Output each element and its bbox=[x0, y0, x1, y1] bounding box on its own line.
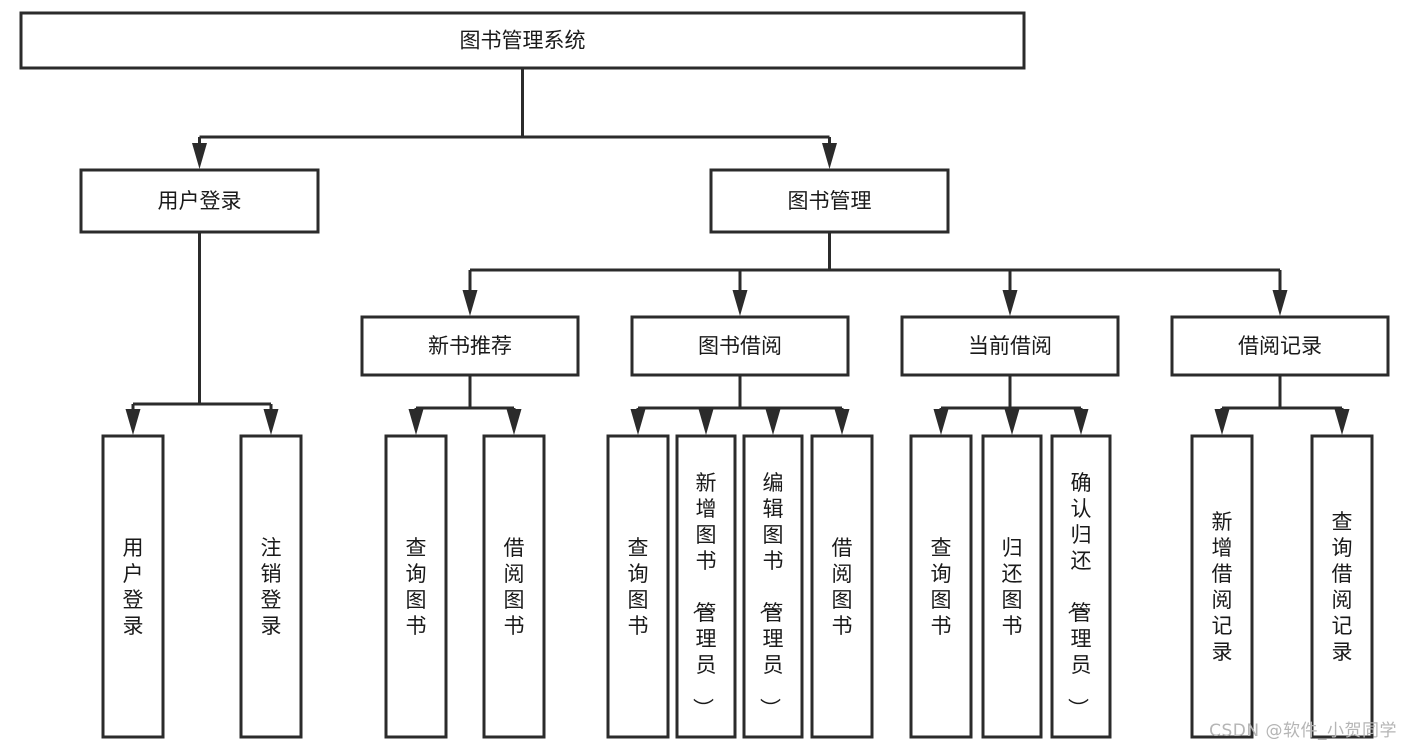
node-box[interactable] bbox=[606, 434, 670, 739]
edge-group-book-borrow bbox=[630, 375, 850, 435]
node-label: 用户登录 bbox=[158, 189, 242, 213]
node-box[interactable] bbox=[630, 315, 850, 377]
node-leaf-query-record[interactable]: 查询借阅记录 bbox=[1310, 434, 1374, 739]
node-current-borrow[interactable]: 当前借阅 bbox=[900, 315, 1120, 377]
node-leaf-query-book-borrow[interactable]: 查询图书 bbox=[606, 434, 670, 739]
arrow-head-icon bbox=[1004, 409, 1020, 435]
arrow-head-icon bbox=[765, 409, 781, 435]
node-box[interactable] bbox=[1310, 434, 1374, 739]
node-box[interactable] bbox=[900, 315, 1120, 377]
node-label: 借阅记录 bbox=[1238, 334, 1322, 358]
edge-group-borrow-record bbox=[1214, 375, 1350, 435]
node-label: 查询图书 bbox=[931, 536, 952, 638]
node-label: 新增借阅记录 bbox=[1212, 510, 1233, 664]
node-box[interactable] bbox=[384, 434, 448, 739]
node-box[interactable] bbox=[1190, 434, 1254, 739]
node-label: 图书管理系统 bbox=[460, 29, 586, 53]
node-box[interactable] bbox=[909, 434, 973, 739]
node-leaf-return-book[interactable]: 归还图书 bbox=[981, 434, 1043, 739]
node-label: 图书借阅 bbox=[698, 334, 782, 358]
node-new-book-rec[interactable]: 新书推荐 bbox=[360, 315, 580, 377]
node-leaf-user-login[interactable]: 用户登录 bbox=[101, 434, 165, 739]
node-leaf-logout[interactable]: 注销登录 bbox=[239, 434, 303, 739]
edge-group-new-book-rec bbox=[408, 375, 522, 435]
node-label: 新增图书（管理员） bbox=[691, 471, 717, 719]
node-box[interactable] bbox=[1050, 434, 1112, 739]
node-label: 当前借阅 bbox=[968, 334, 1052, 358]
node-leaf-add-record[interactable]: 新增借阅记录 bbox=[1190, 434, 1254, 739]
arrow-head-icon bbox=[1002, 290, 1018, 316]
node-box[interactable] bbox=[482, 434, 546, 739]
node-label: 查询图书 bbox=[406, 536, 427, 638]
node-box[interactable] bbox=[709, 168, 950, 234]
arrow-head-icon bbox=[1214, 409, 1230, 435]
node-leaf-borrow-book[interactable]: 借阅图书 bbox=[810, 434, 874, 739]
node-leaf-edit-book[interactable]: 编辑图书（管理员） bbox=[742, 434, 804, 739]
node-box[interactable] bbox=[79, 168, 320, 234]
arrow-head-icon bbox=[506, 409, 522, 435]
arrow-head-icon bbox=[192, 143, 207, 169]
node-box[interactable] bbox=[239, 434, 303, 739]
arrow-head-icon bbox=[1073, 409, 1089, 435]
arrow-head-icon bbox=[462, 290, 478, 316]
arrow-head-icon bbox=[263, 409, 279, 435]
arrow-head-icon bbox=[408, 409, 424, 435]
edge-group-book-manage bbox=[462, 232, 1288, 316]
node-leaf-add-book[interactable]: 新增图书（管理员） bbox=[675, 434, 737, 739]
node-label: 归还图书 bbox=[1002, 536, 1023, 638]
arrow-head-icon bbox=[1334, 409, 1350, 435]
node-label: 借阅图书 bbox=[504, 536, 525, 638]
arrow-head-icon bbox=[1272, 290, 1288, 316]
node-box[interactable] bbox=[1170, 315, 1390, 377]
node-borrow-record[interactable]: 借阅记录 bbox=[1170, 315, 1390, 377]
node-box[interactable] bbox=[981, 434, 1043, 739]
edge-group-user-login bbox=[125, 232, 279, 435]
node-label: 用户登录 bbox=[123, 536, 144, 638]
node-label: 图书管理 bbox=[788, 189, 872, 213]
node-box[interactable] bbox=[360, 315, 580, 377]
arrow-head-icon bbox=[698, 409, 714, 435]
arrow-head-icon bbox=[822, 143, 837, 169]
arrow-head-icon bbox=[125, 409, 141, 435]
node-leaf-confirm-return[interactable]: 确认归还（管理员） bbox=[1050, 434, 1112, 739]
node-book-borrow[interactable]: 图书借阅 bbox=[630, 315, 850, 377]
node-label: 借阅图书 bbox=[832, 536, 853, 638]
edge-group-root bbox=[192, 68, 837, 169]
node-box[interactable] bbox=[101, 434, 165, 739]
node-root[interactable]: 图书管理系统 bbox=[19, 11, 1026, 70]
node-label: 注销登录 bbox=[261, 536, 282, 638]
node-label: 编辑图书（管理员） bbox=[758, 471, 784, 719]
node-box[interactable] bbox=[810, 434, 874, 739]
node-book-manage[interactable]: 图书管理 bbox=[709, 168, 950, 234]
node-box[interactable] bbox=[675, 434, 737, 739]
arrow-head-icon bbox=[732, 290, 748, 316]
arrow-head-icon bbox=[630, 409, 646, 435]
node-box[interactable] bbox=[742, 434, 804, 739]
node-label: 查询借阅记录 bbox=[1332, 510, 1353, 664]
node-leaf-query-book-cur[interactable]: 查询图书 bbox=[909, 434, 973, 739]
arrow-head-icon bbox=[834, 409, 850, 435]
node-label: 新书推荐 bbox=[428, 334, 512, 358]
node-box[interactable] bbox=[19, 11, 1026, 70]
nodes-layer: 图书管理系统用户登录图书管理新书推荐图书借阅当前借阅借阅记录用户登录注销登录查询… bbox=[19, 11, 1390, 739]
edge-group-current-borrow bbox=[933, 375, 1089, 435]
node-user-login[interactable]: 用户登录 bbox=[79, 168, 320, 234]
node-leaf-query-book-rec[interactable]: 查询图书 bbox=[384, 434, 448, 739]
edges-layer bbox=[125, 68, 1350, 435]
node-label: 确认归还（管理员） bbox=[1066, 471, 1092, 719]
node-label: 查询图书 bbox=[628, 536, 649, 638]
watermark-label: CSDN @软件_小贺同学 bbox=[1209, 721, 1397, 741]
arrow-head-icon bbox=[933, 409, 949, 435]
node-leaf-borrow-book-rec[interactable]: 借阅图书 bbox=[482, 434, 546, 739]
